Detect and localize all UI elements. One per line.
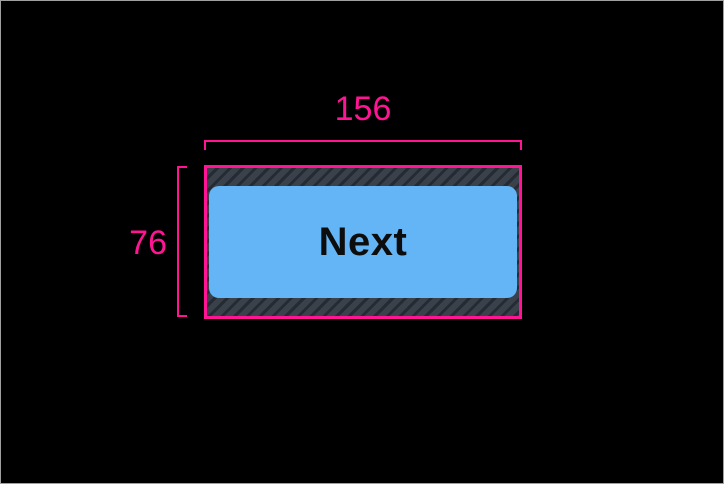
height-dimension-bracket xyxy=(177,166,187,317)
height-dimension-label: 76 xyxy=(129,224,167,262)
next-button[interactable]: Next xyxy=(209,186,517,298)
width-dimension-label: 156 xyxy=(334,90,392,128)
width-dimension-bracket xyxy=(204,140,522,150)
view-bounds-overlay: Next xyxy=(204,165,522,319)
